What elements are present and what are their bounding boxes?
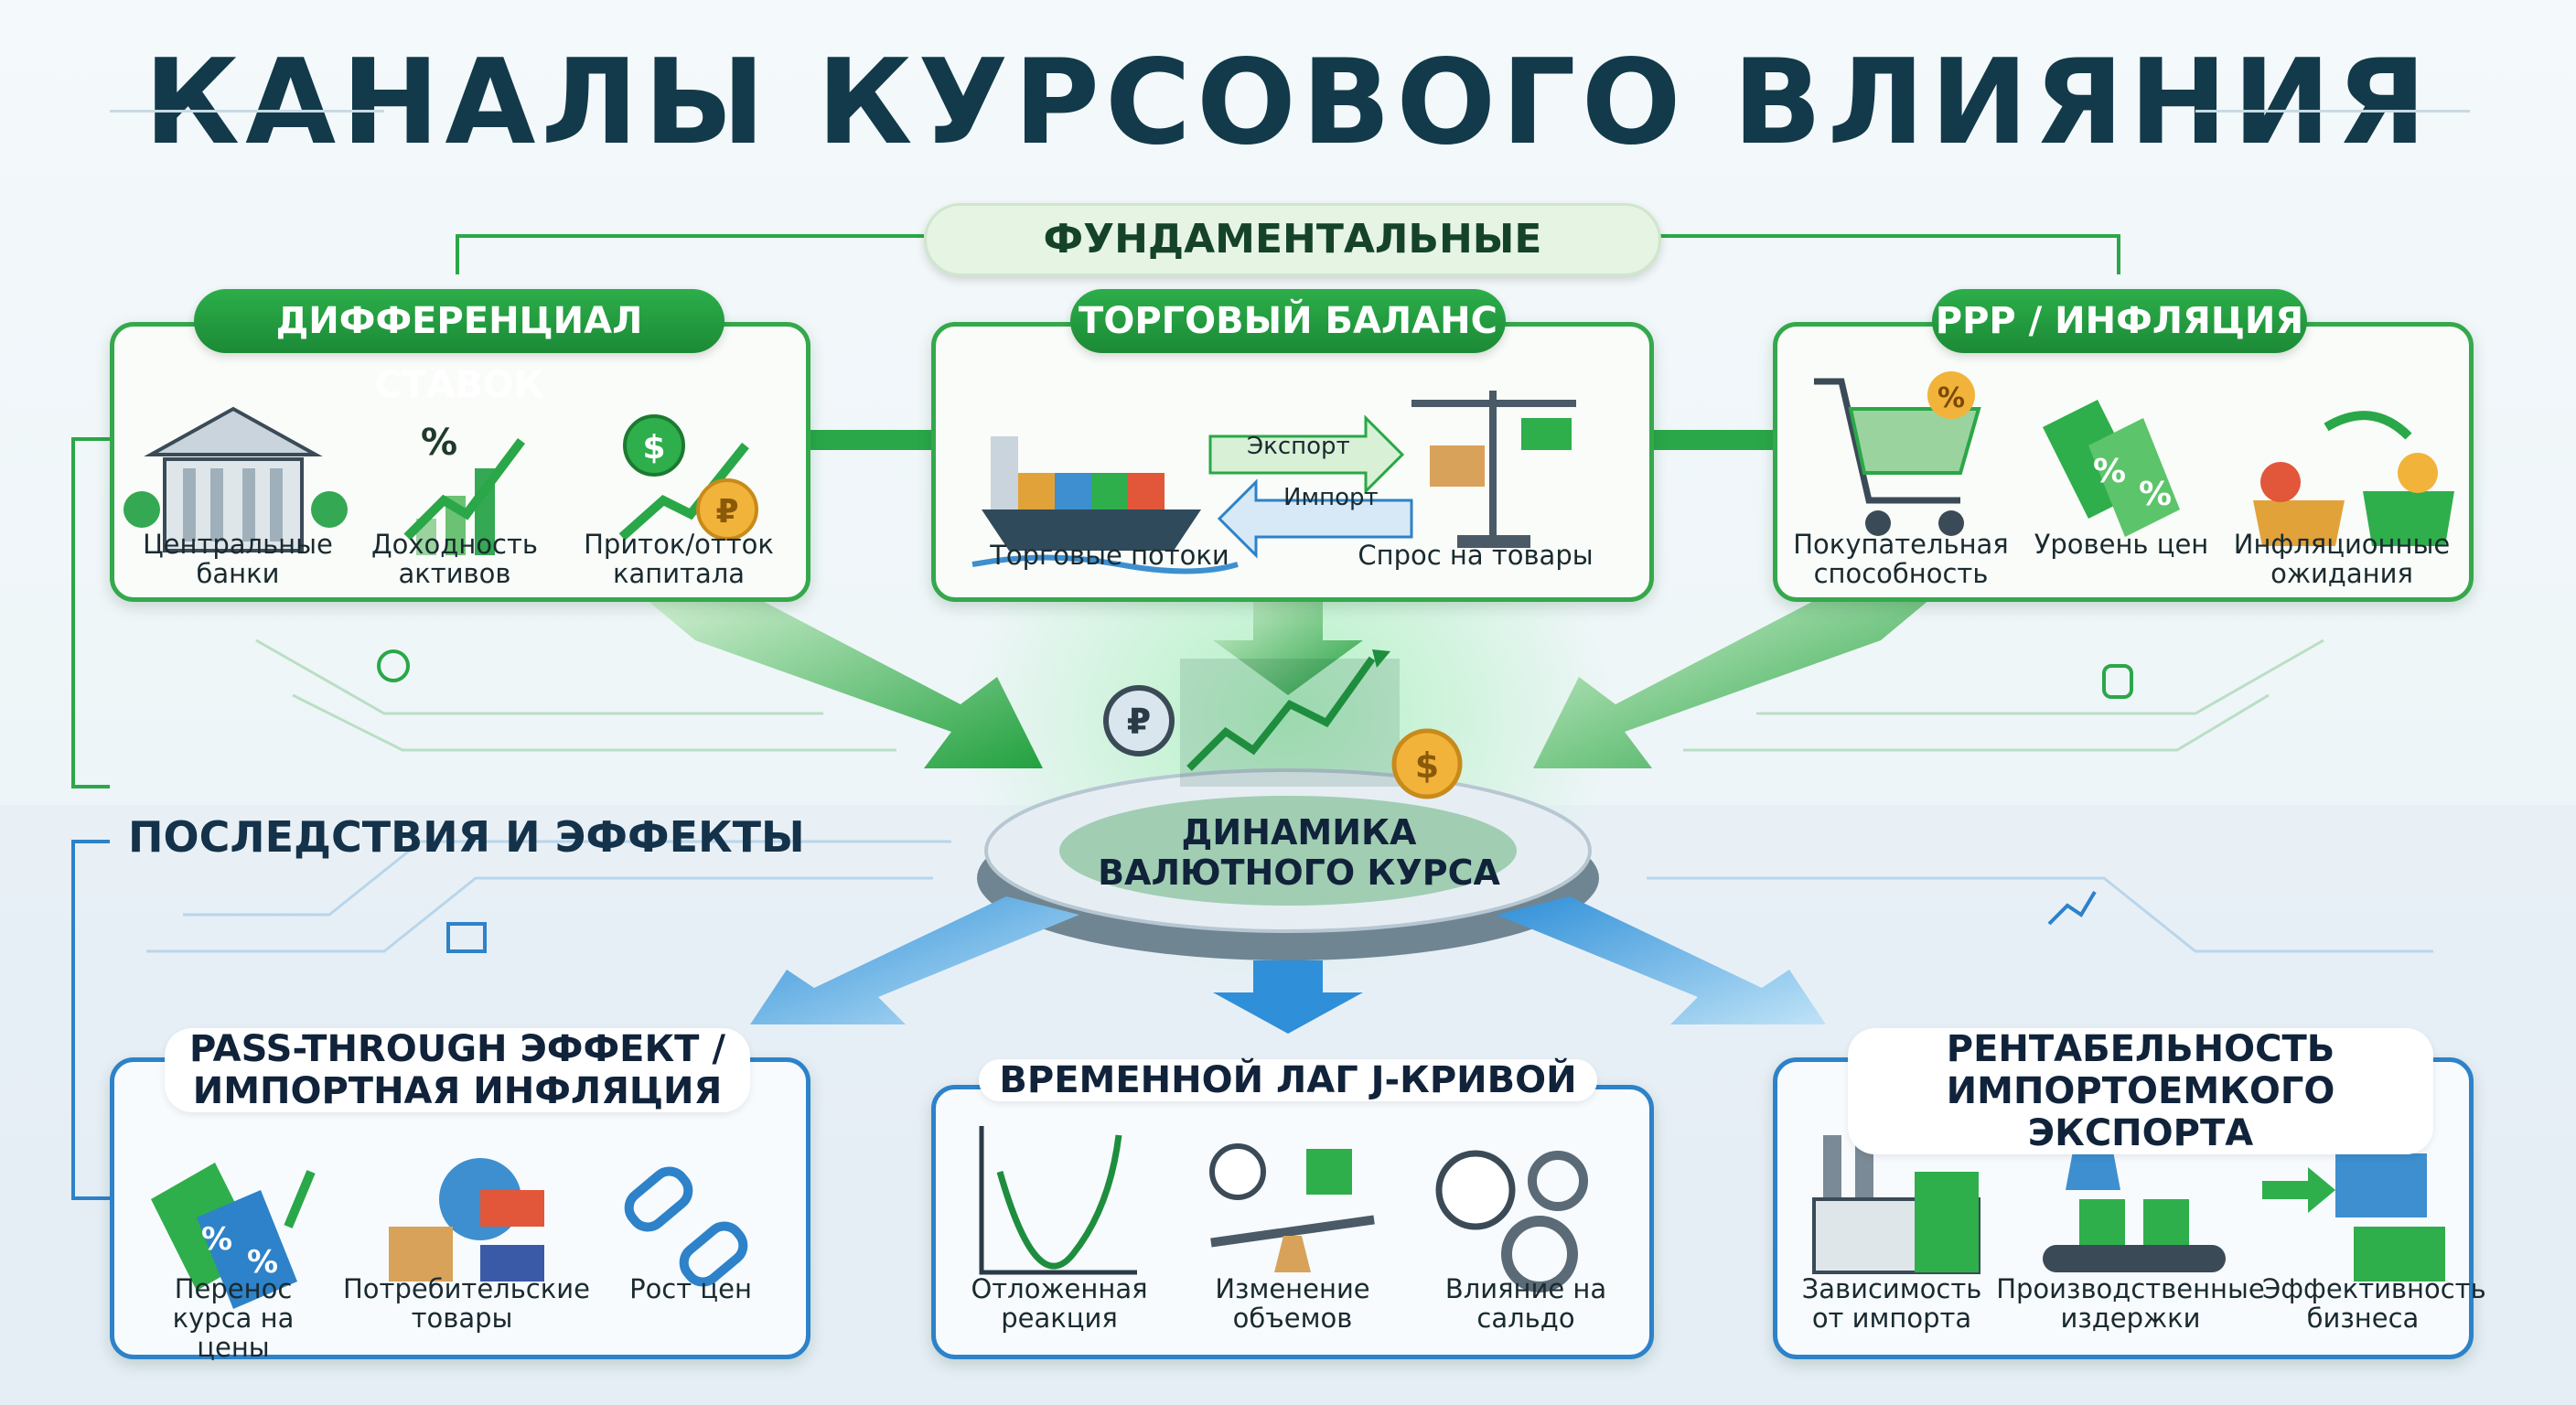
jcurve-title: ВРЕМЕННОЙ ЛАГ J-КРИВОЙ xyxy=(979,1059,1597,1101)
growth-chart-icon xyxy=(2047,890,2097,926)
effects-label: ПОСЛЕДСТВИЯ И ЭФФЕКТЫ xyxy=(128,812,805,862)
business-efficiency-label: Эффективность бизнеса xyxy=(2262,1273,2486,1334)
ppp-card: % % % Покупательная способность Уровень … xyxy=(1773,322,2474,602)
gear-icon xyxy=(377,649,410,682)
price-tags-icon: % % xyxy=(2043,400,2180,537)
jcurve-icons xyxy=(979,1126,1588,1292)
capital-flow-label: Приток/отток капитала xyxy=(584,529,774,589)
price-tag-arrow-icon: % % xyxy=(151,1163,316,1309)
delayed-reaction-label: Отложенная реакция xyxy=(971,1273,1148,1334)
trade-balance-icons xyxy=(971,391,1576,574)
capital-flow-icon: $ ₽ xyxy=(618,414,758,541)
svg-text:%: % xyxy=(1937,382,1965,414)
growth-arrow-icon: % xyxy=(403,422,525,555)
trade-balance-card: Экспорт Импорт Торговые потоки Спрос на … xyxy=(931,322,1654,602)
pass-through-title: PASS-THROUGH ЭФФЕКТ / ИМПОРТНАЯ ИНФЛЯЦИЯ xyxy=(165,1028,750,1112)
pass-through-icons: % % xyxy=(151,1158,748,1309)
scales-icon xyxy=(1411,391,1576,548)
purchasing-power-label: Покупательная способность xyxy=(1793,529,2009,589)
price-growth-label: Рост цен xyxy=(629,1273,752,1304)
shopping-cart-icon: % xyxy=(1814,371,1981,536)
production-costs-label: Производственные издержки xyxy=(1996,1273,2265,1334)
arrow-out-left xyxy=(750,896,1079,1024)
balance-impact-label: Влияние на сальдо xyxy=(1444,1273,1607,1334)
money-bag-icon xyxy=(2102,664,2133,699)
svg-text:%: % xyxy=(421,422,457,464)
title-deco-right xyxy=(2195,110,2470,113)
trade-flows-label: Торговые потоки xyxy=(990,540,1229,571)
arrow-out-down xyxy=(1213,960,1363,1034)
import-label: Импорт xyxy=(1283,484,1379,511)
svg-text:%: % xyxy=(2093,453,2126,490)
rate-diff-title: ДИФФЕРЕНЦИАЛ СТАВОК xyxy=(194,289,724,406)
rate-diff-icons: % $ ₽ xyxy=(123,406,758,555)
clock-gears-icon xyxy=(1435,1150,1588,1292)
asset-yield-label: Доходность активов xyxy=(371,529,538,589)
jcurve-card: Отложенная реакция Изменение объемов Вли… xyxy=(931,1085,1654,1359)
globe-boxes-icon xyxy=(389,1158,544,1282)
ppp-title: PPP / ИНФЛЯЦИЯ xyxy=(1932,289,2307,353)
j-curve-graph-icon xyxy=(979,1126,1137,1275)
arrow-in-right xyxy=(1533,595,1936,768)
arrow-in-left xyxy=(640,595,1043,768)
clock-scale-icon xyxy=(1209,1143,1375,1272)
consumer-goods-label: Потребительские товары xyxy=(343,1273,590,1334)
svg-text:$: $ xyxy=(642,429,665,467)
bank-icon xyxy=(123,406,348,552)
trade-balance-title: ТОРГОВЫЙ БАЛАНС xyxy=(1070,289,1506,353)
page-title: КАНАЛЫ КУРСОВОГО ВЛИЯНИЯ xyxy=(144,35,2432,171)
arrow-in-top xyxy=(1213,595,1363,695)
profitability-title: РЕНТАБЕЛЬНОСТЬ ИМПОРТОЕМКОГО ЭКСПОРТА xyxy=(1848,1028,2433,1154)
import-arrow-icon xyxy=(1217,478,1413,559)
volume-change-label: Изменение объемов xyxy=(1215,1273,1370,1334)
arrow-out-right xyxy=(1497,896,1826,1024)
factory-icon xyxy=(1812,1117,1980,1274)
svg-text:₽: ₽ xyxy=(1127,702,1151,742)
svg-text:%: % xyxy=(247,1244,278,1281)
rising-chart-icon xyxy=(1180,649,1400,787)
containers-icon xyxy=(2262,1153,2445,1282)
svg-text:%: % xyxy=(2139,476,2172,513)
svg-text:₽: ₽ xyxy=(715,493,738,531)
title-deco-left xyxy=(110,110,384,113)
bar-chart-icon xyxy=(446,922,487,953)
broken-chain-icon xyxy=(624,1166,748,1287)
fundamentals-label: ФУНДАМЕНТАЛЬНЫЕ ФАКТОРЫ xyxy=(924,203,1661,330)
cargo-ship-icon xyxy=(971,436,1239,574)
svg-text:%: % xyxy=(201,1221,232,1258)
goods-demand-label: Спрос на товары xyxy=(1358,540,1594,571)
export-label: Экспорт xyxy=(1247,433,1350,460)
grocery-baskets-icon xyxy=(2253,411,2454,546)
inflation-expectations-label: Инфляционные ожидания xyxy=(2233,529,2451,589)
central-banks-label: Центральные банки xyxy=(143,529,333,589)
export-arrow-icon xyxy=(1208,414,1405,495)
import-dependency-label: Зависимость от импорта xyxy=(1801,1273,1982,1334)
exchange-rate-dynamics-label: ДИНАМИКА ВАЛЮТНОГО КУРСА xyxy=(1098,812,1500,893)
svg-text:$: $ xyxy=(1415,745,1439,786)
rate-diff-card: % $ ₽ Центральные банки Доходность актив… xyxy=(110,322,810,602)
price-level-label: Уровень цен xyxy=(2034,529,2209,560)
ppp-icons: % % % xyxy=(1814,371,2454,546)
pass-through-price-label: Перенос курса на цены xyxy=(172,1273,295,1363)
